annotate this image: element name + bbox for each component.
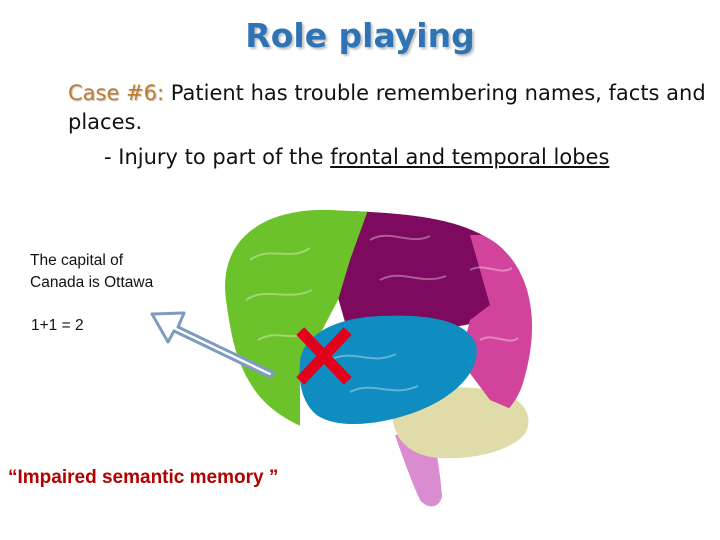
injury-location: frontal and temporal lobes (330, 145, 610, 169)
memory-fact-line1: The capital of (30, 252, 124, 269)
case-text: Case #6: Patient has trouble remembering… (68, 79, 708, 137)
injury-line: - Injury to part of the frontal and temp… (104, 143, 609, 172)
gyri-lines (245, 234, 519, 393)
injury-prefix: - Injury to part of the (104, 145, 331, 169)
memory-fact-line2: Canada is Ottawa (30, 274, 154, 291)
arrow-icon (150, 311, 276, 379)
case-description: Patient has trouble remembering names, f… (68, 81, 706, 134)
math-fact: 1+1 = 2 (31, 317, 84, 334)
occipital-lobe (460, 235, 533, 430)
caption: “Impaired semantic memory ” (8, 467, 279, 488)
memory-fact: The capital of Canada is Ottawa (30, 250, 153, 294)
injury-x-icon (296, 327, 352, 385)
slide-title: Role playing (245, 16, 475, 55)
case-label: Case #6: (68, 81, 165, 105)
